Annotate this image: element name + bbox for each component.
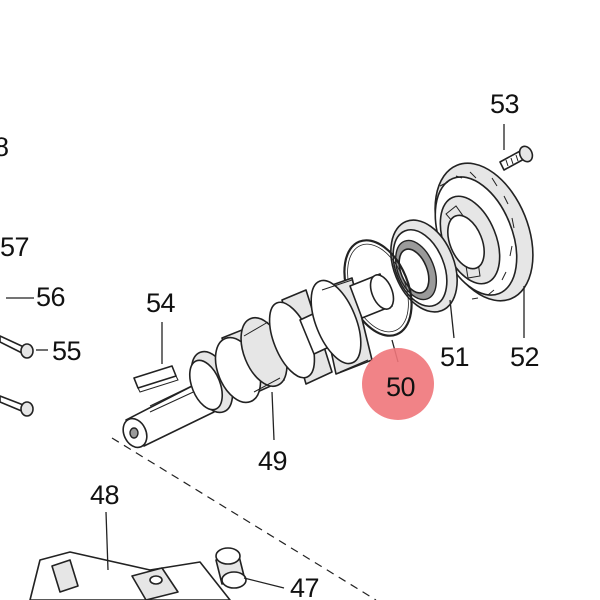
part-53-screw[interactable] — [499, 144, 535, 171]
callout-54[interactable]: 54 — [146, 288, 176, 318]
part-56-bolt[interactable] — [0, 395, 34, 417]
callout-47[interactable]: 47 — [290, 573, 320, 600]
callout-49[interactable]: 49 — [258, 446, 288, 476]
part-52-housing[interactable] — [416, 149, 552, 315]
callout-55[interactable]: 55 — [52, 336, 82, 366]
part-55-bolt[interactable] — [0, 335, 34, 359]
highlight-circle-50 — [362, 348, 434, 420]
part-54-key[interactable] — [133, 365, 179, 393]
callout-56[interactable]: 56 — [36, 282, 66, 312]
callout-52[interactable]: 52 — [510, 342, 540, 372]
assembly-axis-line — [111, 437, 377, 600]
part-47-plug[interactable] — [215, 547, 247, 589]
callout-53[interactable]: 53 — [490, 89, 520, 119]
part-48-cover[interactable] — [29, 551, 231, 600]
callout-50[interactable]: 50 — [386, 372, 416, 402]
callout-48[interactable]: 48 — [90, 480, 120, 510]
part-49-crankshaft[interactable] — [119, 272, 398, 452]
callout-8[interactable]: 8 — [0, 132, 9, 162]
callout-57[interactable]: 57 — [0, 232, 30, 262]
callout-51[interactable]: 51 — [440, 342, 470, 372]
